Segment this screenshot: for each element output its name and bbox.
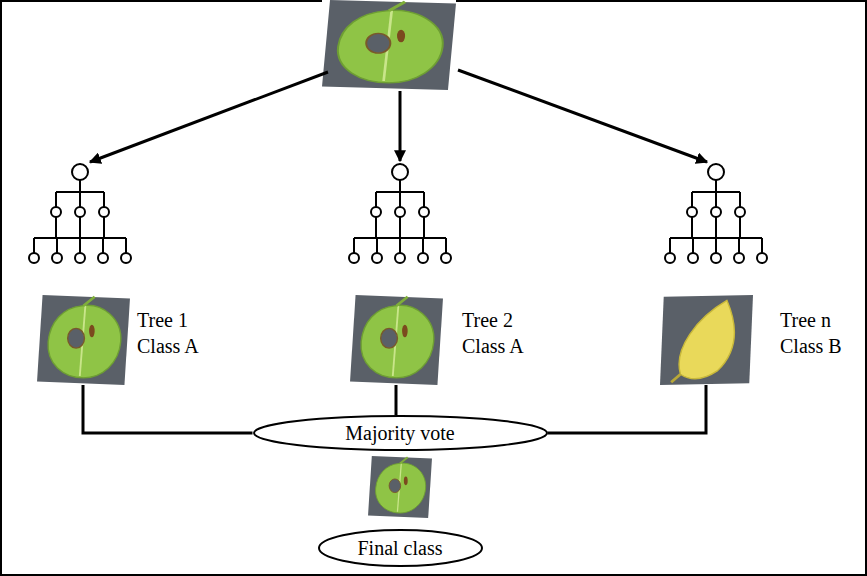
decision-tree-icon xyxy=(665,164,767,263)
input-leaf-image xyxy=(322,0,456,90)
tree-result-leaf xyxy=(37,295,130,385)
decision-tree-icon xyxy=(29,164,131,263)
result-text: Tree n Class B xyxy=(780,307,856,359)
vote-connector xyxy=(548,385,707,433)
vote-ellipse: Majority vote xyxy=(253,415,548,451)
result-text: Tree 1 Class A xyxy=(137,307,213,359)
tree-result: Tree 1 Class A xyxy=(37,295,219,385)
class-label: Tree 2 Class A xyxy=(462,307,538,359)
vote-connector xyxy=(395,385,398,415)
ellipse-shape xyxy=(319,530,482,566)
ellipse-shape xyxy=(254,416,547,450)
ellipse-label: Final class xyxy=(358,537,443,559)
vote-connector xyxy=(83,385,253,433)
decision-tree-icon xyxy=(349,164,451,263)
final-leaf-image xyxy=(368,456,432,518)
tree-result: Tree 2 Class A xyxy=(350,295,544,385)
ellipse-label: Majority vote xyxy=(345,422,454,444)
tree-result-leaf xyxy=(660,295,753,385)
vote-ellipse: Final class xyxy=(318,529,483,567)
input-arrow xyxy=(90,72,328,162)
input-arrow xyxy=(399,91,402,161)
tree-result: Tree n Class B xyxy=(660,295,862,385)
class-label: Tree n Class B xyxy=(780,307,856,359)
result-text: Tree 2 Class A xyxy=(462,307,538,359)
input-arrow xyxy=(458,70,707,162)
class-label: Tree 1 Class A xyxy=(137,307,213,359)
tree-result-leaf xyxy=(350,295,443,385)
